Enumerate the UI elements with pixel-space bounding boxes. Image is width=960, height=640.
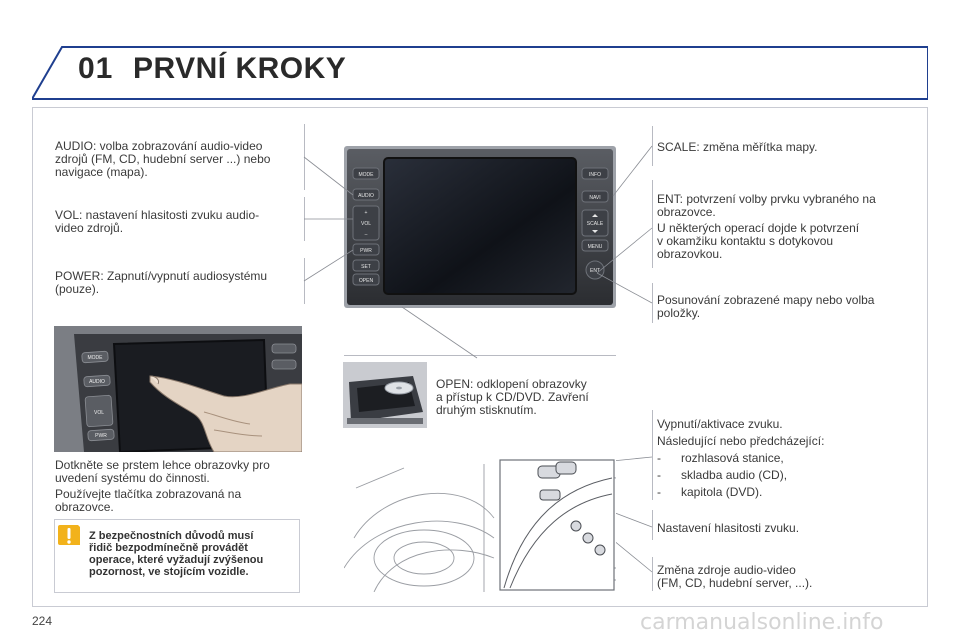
steering-wheel-illustration	[344, 458, 616, 592]
volume-label: Nastavení hlasitosti zvuku.	[657, 521, 800, 535]
power-label: POWER: Zapnutí/vypnutí audiosystému (pou…	[55, 269, 268, 296]
btn-vol-minus: –	[365, 232, 368, 238]
chapter-number: 01	[78, 52, 114, 85]
btn-set: SET	[361, 264, 371, 270]
touch-caption: Dotkněte se prstem lehce obrazovky pro u…	[55, 458, 270, 514]
warning-box	[54, 519, 300, 593]
chapter-title: PRVNÍ KROKY	[133, 52, 347, 85]
photo-btn-pwr: PWR	[95, 433, 107, 439]
btn-info: INFO	[589, 172, 601, 178]
btn-audio: AUDIO	[358, 193, 374, 199]
btn-scale: SCALE	[587, 221, 604, 227]
btn-ent: ENT	[590, 268, 600, 274]
scroll-label: Posunování zobrazené mapy nebo volba pol…	[657, 293, 875, 320]
open-divider	[344, 355, 616, 356]
divider-ent	[652, 180, 653, 268]
divider-scroll	[652, 283, 653, 323]
chapter-header-bar	[32, 46, 928, 100]
open-cd-photo	[343, 362, 427, 428]
ent-label: ENT: potvrzení volby prvku vybraného na …	[657, 192, 876, 219]
scale-label: SCALE: změna měřítka mapy.	[657, 140, 818, 154]
btn-pwr: PWR	[360, 248, 372, 254]
bullet-item: -rozhlasová stanice,	[657, 451, 784, 465]
audio-label: AUDIO: volba zobrazování audio-video zdr…	[55, 139, 271, 179]
btn-menu: MENU	[588, 244, 603, 250]
divider-scale	[652, 126, 653, 166]
btn-mode: MODE	[359, 172, 375, 178]
ent-note: U některých operací dojde k potvrzení v …	[657, 221, 860, 261]
mute-label: Vypnutí/aktivace zvuku.	[657, 417, 783, 431]
content-frame	[32, 107, 928, 607]
btn-open: OPEN	[359, 278, 374, 284]
vol-label: VOL: nastavení hlasitosti zvuku audio- v…	[55, 208, 260, 235]
exclamation-icon	[58, 525, 80, 545]
photo-btn-audio: AUDIO	[89, 379, 105, 385]
photo-btn-vol: VOL	[94, 410, 104, 416]
watermark: carmanualsonline.info	[640, 610, 884, 635]
btn-navi: NAVI	[589, 195, 600, 201]
page-number: 224	[32, 614, 53, 628]
divider-steering-top	[652, 410, 653, 500]
nav-unit-illustration: MODE AUDIO + VOL – PWR SET OPEN INFO NAV…	[344, 146, 616, 308]
warning-text: Z bezpečnostních důvodů musí řidič bezpo…	[89, 530, 264, 578]
photo-btn-mode: MODE	[88, 355, 104, 361]
divider-steering-volume	[652, 510, 653, 540]
btn-vol-plus: +	[365, 210, 368, 216]
bullet-item: -kapitola (DVD).	[657, 485, 763, 499]
open-caption: OPEN: odklopení obrazovky a přístup k CD…	[436, 377, 589, 417]
touch-screen-photo: MODE AUDIO VOL PWR	[54, 326, 302, 452]
next-prev-label: Následující nebo předcházející:	[657, 434, 825, 448]
btn-vol: VOL	[361, 221, 371, 227]
source-label: Změna zdroje audio-video (FM, CD, hudebn…	[657, 563, 813, 590]
divider-steering-source	[652, 557, 653, 591]
bullet-item: -skladba audio (CD),	[657, 468, 788, 482]
